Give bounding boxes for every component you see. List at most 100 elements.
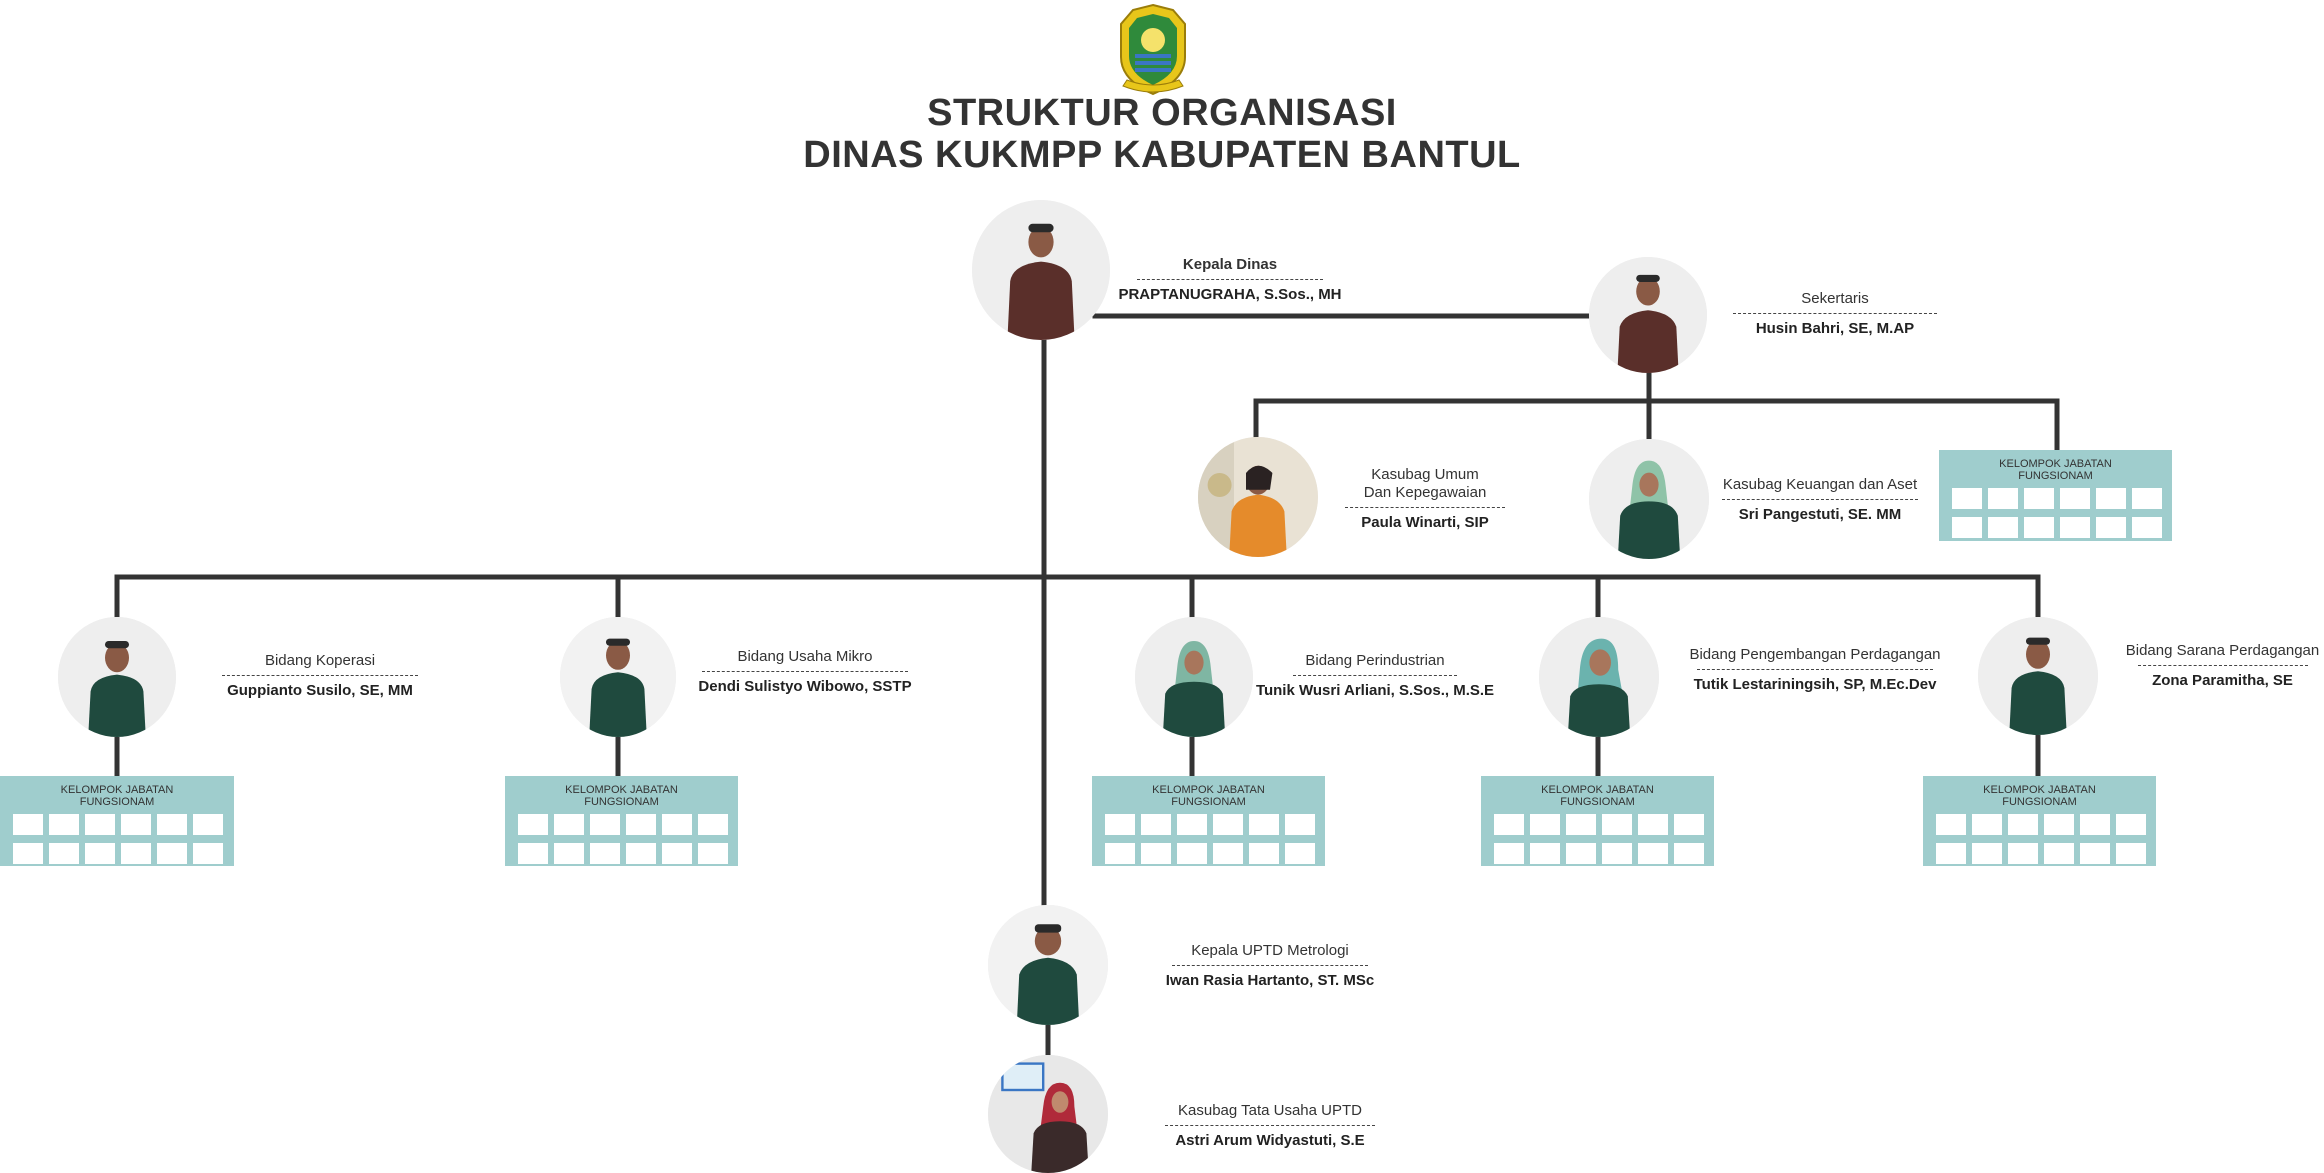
slot — [589, 843, 620, 864]
bidang-usaha-mikro-label: Bidang Usaha Mikro Dendi Sulistyo Wibowo… — [690, 648, 920, 696]
kelompok-slots — [1939, 488, 2172, 538]
slot — [1637, 814, 1668, 835]
slot — [1565, 814, 1596, 835]
bidang-pengembangan-role: Bidang Pengembangan Perdagangan — [1689, 646, 1941, 663]
kelompok-jabatan-koperasi: KELOMPOK JABATAN FUNGSIONAM — [0, 776, 234, 866]
separator — [1172, 965, 1368, 966]
separator — [2137, 665, 2308, 666]
separator — [1697, 669, 1933, 670]
slot — [1104, 843, 1135, 864]
kelompok-jabatan-sekretariat: KELOMPOK JABATAN FUNGSIONAM — [1939, 450, 2172, 541]
slot — [2115, 814, 2146, 835]
kelompok-slots — [505, 814, 738, 864]
slot — [1284, 843, 1315, 864]
avatar-bidang-usaha-mikro — [560, 617, 676, 737]
kelompok-label-2: FUNGSIONAM — [2018, 470, 2093, 482]
bidang-usaha-mikro-role: Bidang Usaha Mikro — [737, 648, 873, 665]
kelompok-label-2: FUNGSIONAM — [2002, 796, 2077, 808]
slot — [553, 814, 584, 835]
slot — [121, 814, 151, 835]
kelompok-label-1: KELOMPOK JABATAN — [1999, 458, 2112, 470]
kelompok-jabatan-usaha-mikro: KELOMPOK JABATAN FUNGSIONAM — [505, 776, 738, 866]
slot — [1935, 843, 1966, 864]
slot — [2023, 488, 2054, 509]
separator — [1137, 279, 1323, 280]
slot — [625, 814, 656, 835]
kepala-uptd-label: Kepala UPTD Metrologi Iwan Rasia Hartant… — [1160, 942, 1380, 990]
kabupaten-bantul-emblem-icon — [1120, 3, 1186, 96]
slot — [1673, 843, 1704, 864]
slot — [661, 843, 692, 864]
avatar-kasubag-umum — [1198, 437, 1318, 557]
bidang-sarana-label: Bidang Sarana Perdagangan Zona Paramitha… — [2125, 642, 2320, 690]
slot — [553, 843, 584, 864]
kelompok-label-1: KELOMPOK JABATAN — [60, 784, 174, 796]
slot — [121, 843, 151, 864]
kelompok-label-2: FUNGSIONAM — [79, 796, 155, 808]
slot — [2059, 517, 2090, 538]
avatar-kasubag-keuangan — [1589, 439, 1709, 559]
kelompok-slots — [1092, 814, 1325, 864]
avatar-kasubag-tu-uptd — [988, 1055, 1108, 1173]
kelompok-label-1: KELOMPOK JABATAN — [565, 784, 678, 796]
kasubag-keuangan-label: Kasubag Keuangan dan Aset Sri Pangestuti… — [1720, 476, 1920, 524]
slot — [1493, 843, 1524, 864]
bidang-pengembangan-name: Tutik Lestariningsih, SP, M.Ec.Dev — [1693, 676, 1937, 693]
slot — [157, 814, 187, 835]
sekertaris-name: Husin Bahri, SE, M.AP — [1755, 320, 1915, 337]
slot — [1565, 843, 1596, 864]
slot — [2023, 517, 2054, 538]
separator — [1733, 313, 1937, 314]
kasubag-tu-uptd-role: Kasubag Tata Usaha UPTD — [1178, 1102, 1362, 1119]
page-title-line2: DINAS KUKMPP KABUPATEN BANTUL — [803, 134, 1521, 176]
avatar-bidang-koperasi — [58, 617, 176, 737]
kasubag-tu-uptd-name: Astri Arum Widyastuti, S.E — [1175, 1132, 1365, 1149]
separator — [1293, 675, 1457, 676]
slot — [157, 843, 187, 864]
bidang-pengembangan-label: Bidang Pengembangan Perdagangan Tutik Le… — [1680, 646, 1950, 694]
kepala-uptd-name: Iwan Rasia Hartanto, ST. MSc — [1165, 972, 1375, 989]
sekertaris-label: Sekertaris Husin Bahri, SE, M.AP — [1730, 290, 1940, 338]
kelompok-jabatan-pengembangan: KELOMPOK JABATAN FUNGSIONAM — [1481, 776, 1714, 866]
slot — [517, 843, 548, 864]
slot — [1951, 488, 1982, 509]
slot — [2131, 517, 2162, 538]
slot — [2059, 488, 2090, 509]
kelompok-slots — [0, 814, 234, 864]
slot — [1493, 814, 1524, 835]
slot — [1935, 814, 1966, 835]
kasubag-keuangan-role: Kasubag Keuangan dan Aset — [1722, 476, 1918, 493]
kasubag-umum-label: Kasubag Umum Dan Kepegawaian Paula Winar… — [1340, 466, 1510, 532]
slot — [1212, 843, 1243, 864]
kasubag-keuangan-name: Sri Pangestuti, SE. MM — [1738, 506, 1902, 523]
slot — [1284, 814, 1315, 835]
separator — [222, 675, 418, 676]
slot — [1176, 814, 1207, 835]
avatar-bidang-pengembangan — [1539, 617, 1659, 737]
kelompok-slots — [1923, 814, 2156, 864]
kelompok-label-1: KELOMPOK JABATAN — [1983, 784, 2096, 796]
kepala-dinas-label: Kepala Dinas PRAPTANUGRAHA, S.Sos., MH — [1110, 256, 1350, 304]
kasubag-umum-role-2: Dan Kepegawaian — [1363, 484, 1487, 501]
sekertaris-role: Sekertaris — [1801, 290, 1869, 307]
slot — [697, 843, 728, 864]
kasubag-tu-uptd-label: Kasubag Tata Usaha UPTD Astri Arum Widya… — [1160, 1102, 1380, 1150]
kelompok-label-2: FUNGSIONAM — [1560, 796, 1635, 808]
slot — [2079, 814, 2110, 835]
separator — [1165, 1125, 1375, 1126]
slot — [1971, 843, 2002, 864]
slot — [193, 814, 223, 835]
kelompok-jabatan-perindustrian: KELOMPOK JABATAN FUNGSIONAM — [1092, 776, 1325, 866]
connector-lines — [114, 313, 2060, 1063]
slot — [1529, 843, 1560, 864]
page-title-line1: STRUKTUR ORGANISASI — [927, 92, 1397, 134]
slot — [2095, 517, 2126, 538]
slot — [2079, 843, 2110, 864]
bidang-usaha-mikro-name: Dendi Sulistyo Wibowo, SSTP — [698, 678, 912, 695]
slot — [2043, 814, 2074, 835]
kasubag-umum-role-1: Kasubag Umum — [1371, 466, 1479, 483]
kelompok-label-2: FUNGSIONAM — [584, 796, 659, 808]
slot — [1951, 517, 1982, 538]
kepala-uptd-role: Kepala UPTD Metrologi — [1191, 942, 1349, 959]
